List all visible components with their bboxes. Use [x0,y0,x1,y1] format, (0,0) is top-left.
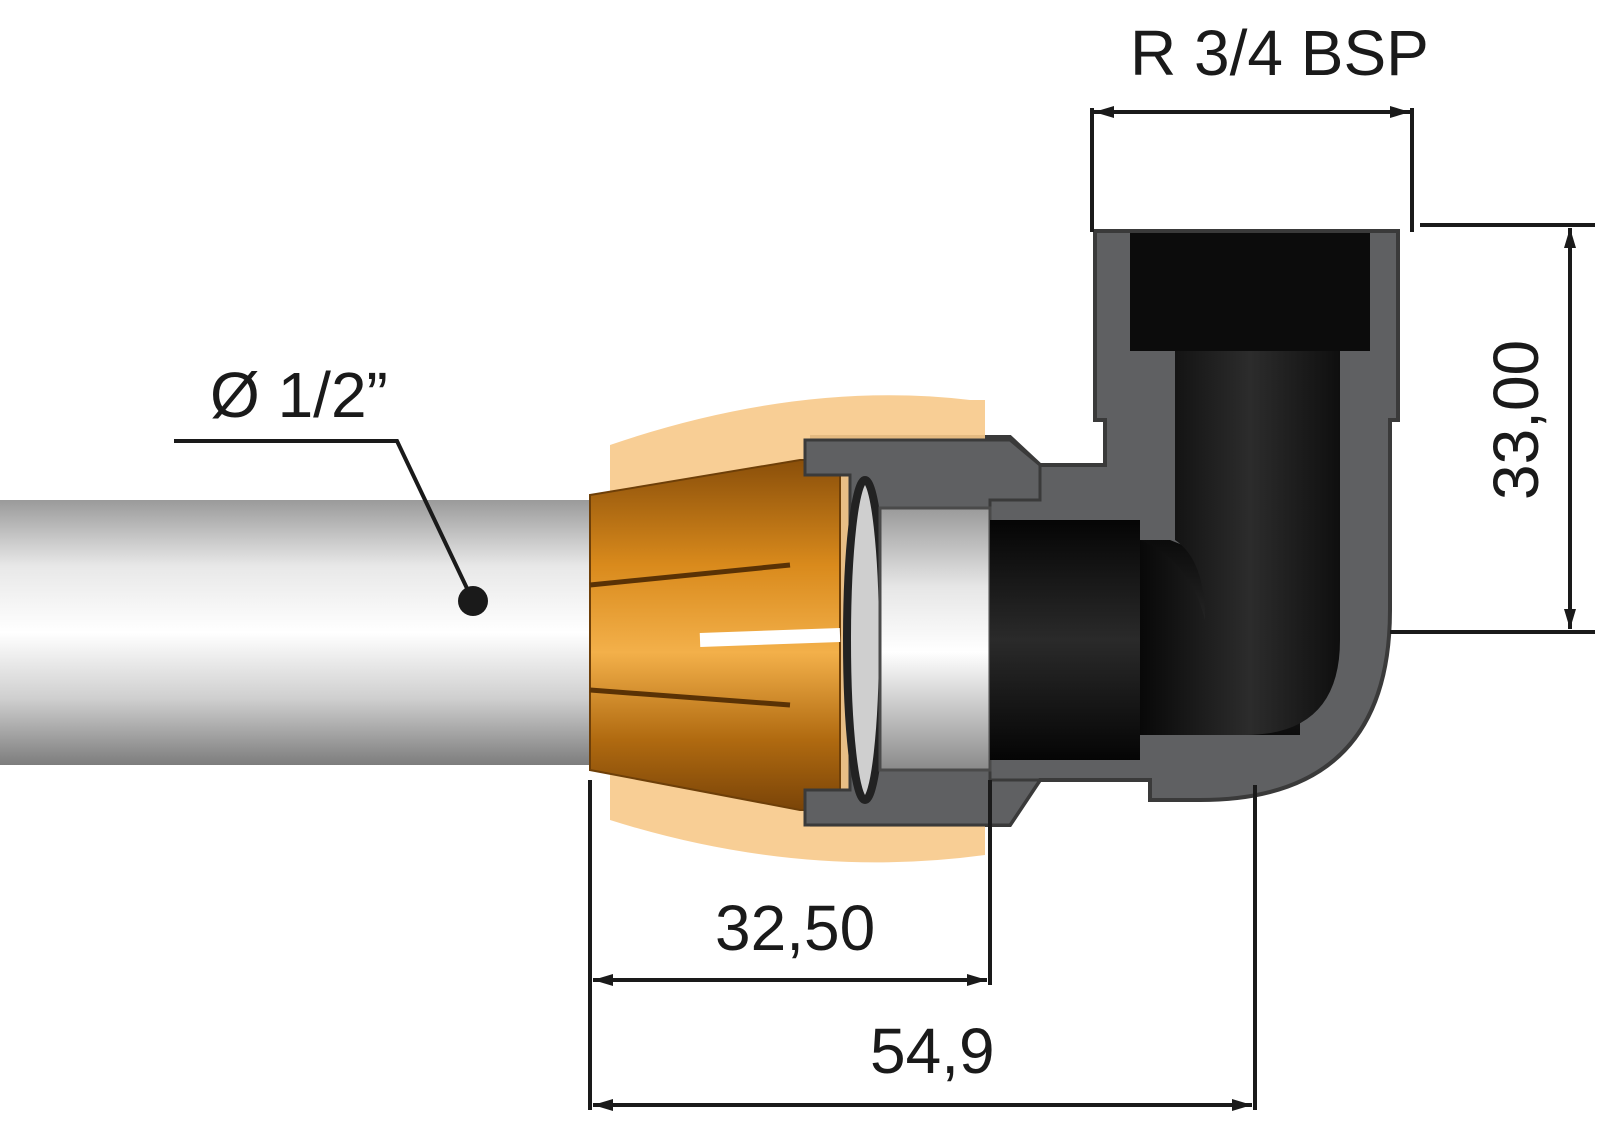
collet-slot [589,687,791,708]
pipe [0,500,600,765]
height-label: 33,00 [1480,340,1552,500]
collet-slot [589,562,791,588]
overall-length-label: 54,9 [870,1015,995,1087]
o-ring [843,476,887,804]
support-sleeve [878,506,992,772]
pipe-leader-dot [458,586,488,616]
insertion-depth-label: 32,50 [715,892,875,964]
thread-label: R 3/4 BSP [1130,17,1429,89]
vertical-bore [1130,233,1370,735]
threaded-socket [1130,233,1370,351]
collet-slot [699,628,841,647]
pipe-diameter-label: Ø 1/2” [210,359,388,431]
pipe-leader-line [174,439,475,602]
